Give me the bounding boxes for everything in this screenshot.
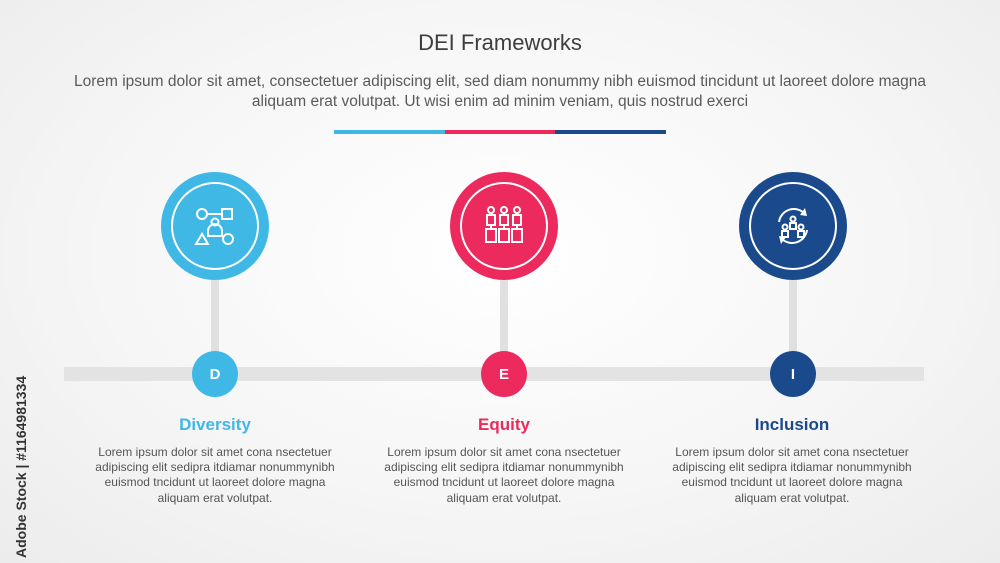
page-subtitle: Lorem ipsum dolor sit amet, consectetuer…: [73, 73, 927, 110]
stage-heading-inclusion: Inclusion: [754, 415, 830, 434]
stage-marker-d: D: [192, 351, 238, 397]
tricolor-divider: [334, 130, 667, 134]
stage-marker-e: E: [481, 351, 527, 397]
stem-equity: [500, 280, 508, 370]
stage-description-inclusion: Lorem ipsum dolor sit amet cona nsectetu…: [672, 445, 912, 505]
stem-diversity: [211, 280, 219, 370]
equity-icon-circle: [450, 172, 558, 280]
stage-description-equity: Lorem ipsum dolor sit amet cona nsectetu…: [384, 445, 624, 505]
people-on-pedestals-icon: [485, 206, 523, 243]
inclusion-icon-ring: [749, 182, 837, 270]
page-title: DEI Frameworks: [418, 30, 582, 55]
inclusion-icon-circle: [739, 172, 847, 280]
stage-description-diversity: Lorem ipsum dolor sit amet cona nsectetu…: [95, 445, 335, 505]
stock-watermark: Adobe Stock | #1164981334: [13, 376, 29, 558]
people-group-cycle-icon: [778, 208, 808, 244]
stem-inclusion: [789, 280, 797, 370]
stage-heading-equity: Equity: [478, 415, 530, 434]
equity-icon-ring: [460, 182, 548, 270]
divider-segment-diversity: [334, 130, 445, 134]
diversity-icon-ring: [171, 182, 259, 270]
divider-segment-equity: [444, 130, 556, 134]
stage-marker-i: I: [770, 351, 816, 397]
watermark-text: Adobe Stock | #1164981334: [13, 376, 29, 558]
stage-heading-diversity: Diversity: [179, 415, 251, 434]
diverse-shapes-people-icon: [194, 208, 234, 245]
diversity-icon-circle: [161, 172, 269, 280]
divider-segment-inclusion: [555, 130, 667, 134]
